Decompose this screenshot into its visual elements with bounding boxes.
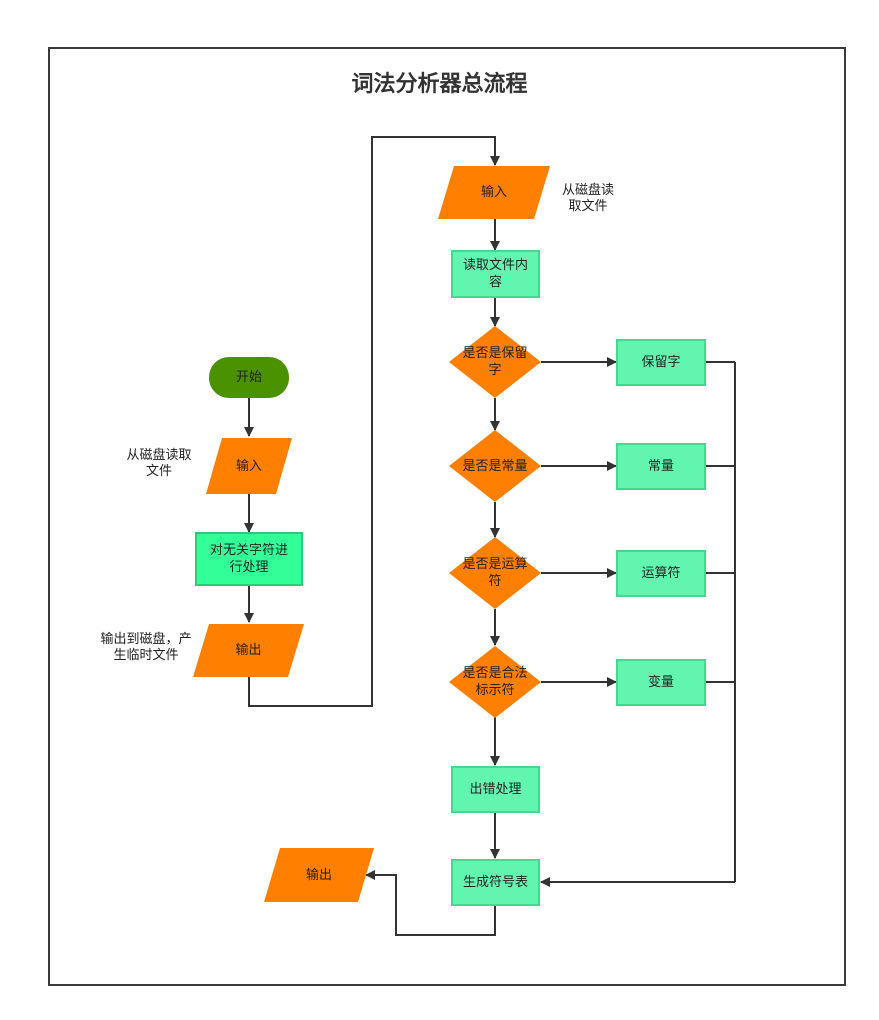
decision-constant <box>449 430 541 502</box>
left-output-label: 输出 <box>235 643 262 658</box>
result-constant-label: 常量 <box>647 459 674 474</box>
start-terminal <box>209 357 289 398</box>
left-output-note-line-1: 输出到磁盘，产 <box>100 632 192 647</box>
result-reserved-label: 保留字 <box>641 355 681 370</box>
decision-operator <box>449 537 541 609</box>
left-input-note-line-2: 文件 <box>145 464 172 479</box>
read-label: 读取文件内 容 <box>452 251 539 297</box>
left-output-note: 输出到磁盘，产 生临时文件 <box>90 632 202 664</box>
left-input-note: 从磁盘读取 文件 <box>118 448 200 480</box>
left-output-note-line-2: 生临时文件 <box>113 648 179 663</box>
result-variable-label: 变量 <box>647 675 674 690</box>
decision-reserved-line-2: 字 <box>488 363 502 378</box>
final-output-parallelogram <box>264 848 374 902</box>
left-output-parallelogram <box>193 624 304 677</box>
symbol-table-box <box>451 859 540 906</box>
right-input-label: 输入 <box>480 185 507 200</box>
arrow-table-to-output <box>365 870 496 936</box>
left-input-parallelogram <box>206 438 292 494</box>
decision-operator-line-2: 符 <box>488 574 502 589</box>
decision-reserved-label: 是否是保留 字 <box>449 326 541 398</box>
result-operator-label: 运算符 <box>641 566 681 581</box>
left-input-note-line-1: 从磁盘读取 <box>126 448 192 463</box>
decision-reserved-line-1: 是否是保留 <box>462 346 528 361</box>
read-line-2: 容 <box>488 275 502 290</box>
left-process-box <box>195 532 303 586</box>
decision-constant-label: 是否是常量 <box>462 458 528 474</box>
result-reserved-box <box>616 339 706 386</box>
decision-operator-label: 是否是运算 符 <box>449 537 541 609</box>
decision-reserved <box>449 326 541 398</box>
arrow-output-to-right-input <box>248 136 500 707</box>
decision-identifier-label: 是否是合法 标示符 <box>449 646 541 718</box>
start-label: 开始 <box>235 370 262 385</box>
right-input-note-line-2: 取文件 <box>568 199 608 214</box>
symbol-table-label: 生成符号表 <box>462 875 528 890</box>
error-label: 出错处理 <box>469 782 522 797</box>
left-process-line-2: 行处理 <box>229 560 269 575</box>
decision-operator-line-1: 是否是运算 <box>462 557 528 572</box>
read-box <box>451 250 540 298</box>
right-input-parallelogram <box>438 166 550 219</box>
decision-identifier-line-1: 是否是合法 <box>462 666 528 681</box>
left-input-label: 输入 <box>235 458 262 474</box>
decision-identifier-line-2: 标示符 <box>475 683 515 698</box>
right-input-note-line-1: 从磁盘读 <box>561 183 614 198</box>
left-process-line-1: 对无关字符进 <box>209 543 288 558</box>
decision-identifier <box>449 646 541 718</box>
diagram-title: 词法分析器总流程 <box>351 72 528 97</box>
right-input-note: 从磁盘读 取文件 <box>553 183 623 215</box>
error-box <box>451 766 540 813</box>
diagram-frame <box>48 47 846 986</box>
result-constant-box <box>616 443 706 490</box>
final-output-label: 输出 <box>305 867 332 883</box>
result-operator-box <box>616 550 706 597</box>
result-variable-box <box>616 659 706 706</box>
read-line-1: 读取文件内 <box>462 258 528 273</box>
left-process-label: 对无关字符进 行处理 <box>196 533 302 585</box>
connectors <box>244 136 736 936</box>
